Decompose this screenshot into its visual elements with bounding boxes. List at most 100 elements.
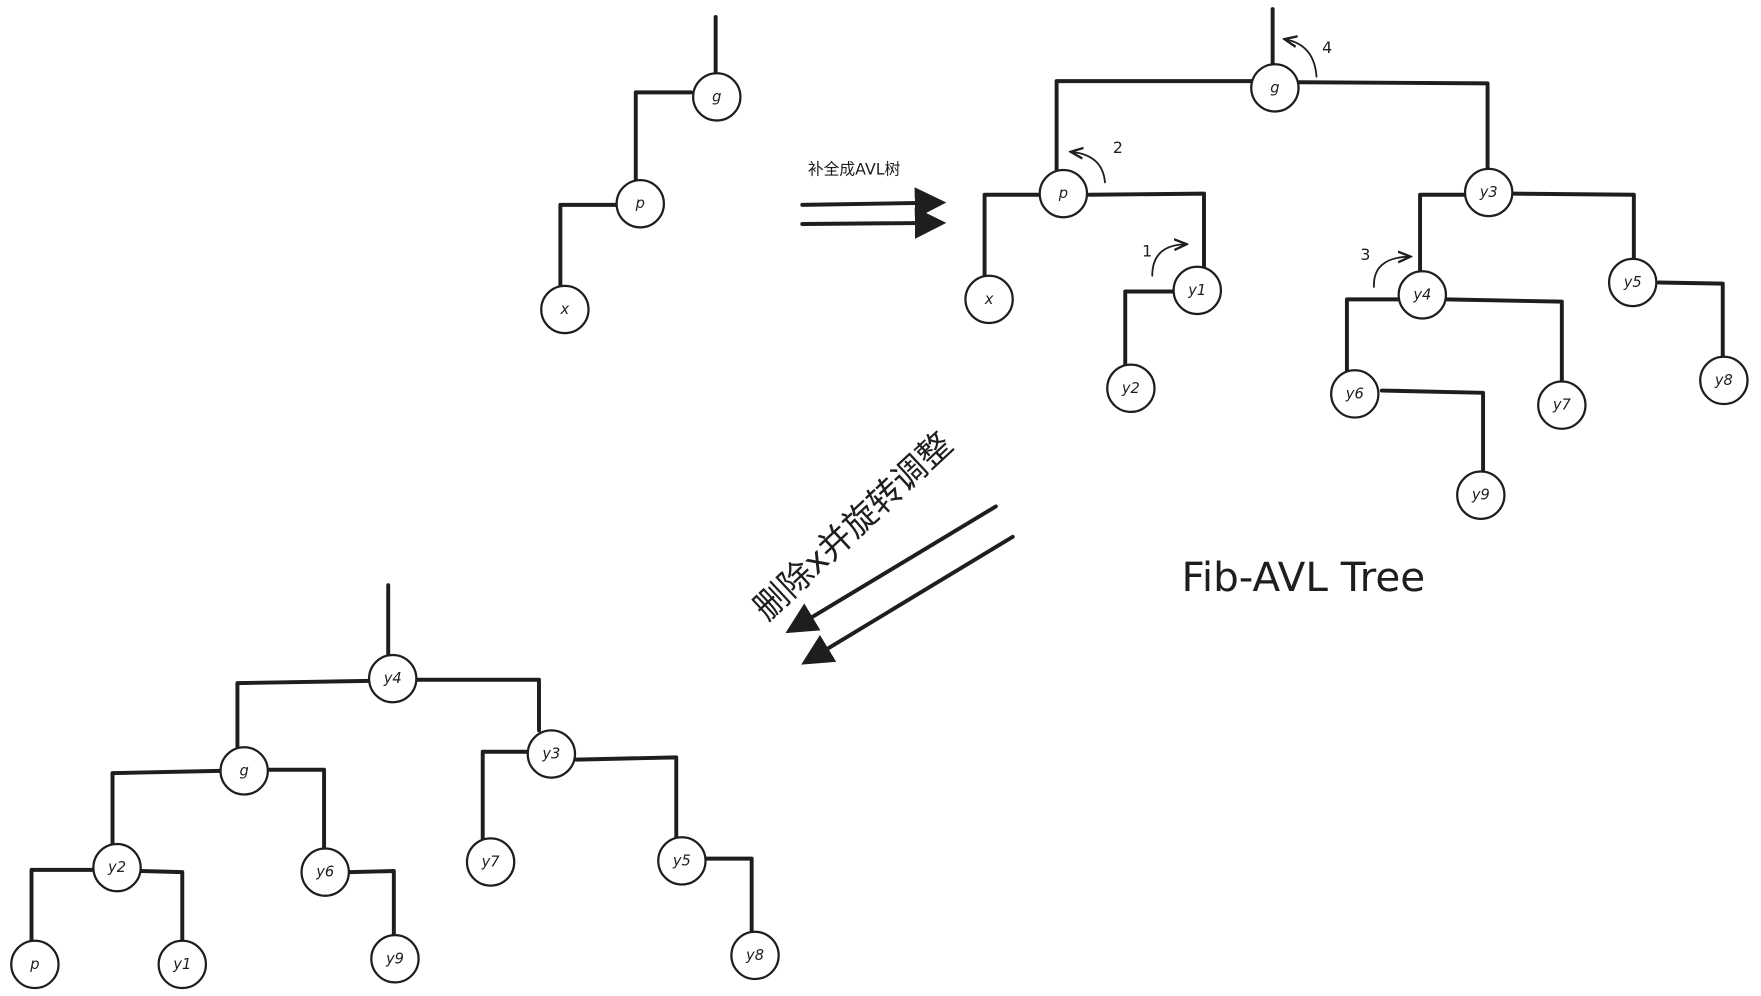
node-circle xyxy=(1106,363,1156,414)
node-label: y9 xyxy=(1471,487,1490,504)
tree-result-node-y5: y5 xyxy=(657,836,707,886)
node-label: y5 xyxy=(1623,274,1642,291)
tree-fib-avl-edge xyxy=(982,192,1041,278)
tree-original-node-p: p xyxy=(615,178,666,229)
tree-fib-avl-node-g: g xyxy=(1250,63,1300,113)
node-circle xyxy=(526,729,577,779)
double-arrow-down-left-1 xyxy=(785,504,998,634)
node-circle xyxy=(10,939,60,990)
node-label: y2 xyxy=(107,859,126,876)
tree-fib-avl-node-y5: y5 xyxy=(1607,257,1658,308)
tree-result-edge xyxy=(110,768,222,846)
node-circle xyxy=(1699,355,1749,406)
node-circle xyxy=(367,653,418,704)
step2-label: 删除x并旋转调整 xyxy=(746,425,960,628)
tree-result-edge xyxy=(415,677,541,733)
tree-fib-avl-edge xyxy=(1297,80,1490,171)
tree-result-node-y2: y2 xyxy=(92,842,142,893)
tree-edges xyxy=(29,7,1725,943)
node-label: y3 xyxy=(1479,184,1498,201)
tree-result-edge xyxy=(704,856,754,934)
rotation-annotations: 4 2 1 3 xyxy=(1072,38,1409,288)
tree-fib-avl-node-y7: y7 xyxy=(1537,380,1587,430)
node-circle xyxy=(1537,380,1587,430)
tree-result-node-y6: y6 xyxy=(300,847,350,897)
tree-fib-avl-edge xyxy=(1418,192,1468,274)
tree-result-edge xyxy=(266,767,327,851)
double-arrow-right-2 xyxy=(800,207,947,239)
tree-fib-avl-node-y1: y1 xyxy=(1172,265,1223,316)
node-circle xyxy=(1330,369,1380,419)
tree-result-node-y4: y4 xyxy=(367,653,418,704)
tree-result-node-y9: y9 xyxy=(370,934,420,984)
tree-original-node-x: x xyxy=(540,284,590,335)
tree-fib-avl-edge xyxy=(1123,289,1176,367)
step1-label: 补全成AVL树 xyxy=(808,159,901,178)
tree-fib-avl-edge xyxy=(1511,191,1636,261)
tree-result-node-y8: y8 xyxy=(730,930,780,981)
tree-fib-avl-node-y9: y9 xyxy=(1456,470,1506,520)
tree-result-node-g: g xyxy=(219,746,269,796)
node-circle xyxy=(300,847,350,897)
node-circle xyxy=(1463,167,1514,218)
node-label: y8 xyxy=(745,947,764,964)
node-label: y3 xyxy=(541,745,560,762)
node-label: y1 xyxy=(172,956,191,973)
double-arrow-down-left-2 xyxy=(801,534,1015,665)
node-label: y6 xyxy=(315,864,334,881)
tree-result-node-y3: y3 xyxy=(526,729,577,779)
tree-fib-avl-edge xyxy=(1656,280,1725,359)
node-label: g xyxy=(240,762,249,779)
tree-fib-avl-edge xyxy=(1087,191,1206,270)
node-label: g xyxy=(1270,79,1279,96)
node-circle xyxy=(1172,265,1223,316)
node-circle xyxy=(730,930,780,981)
tree-fib-avl-node-y8: y8 xyxy=(1699,355,1749,406)
tree-original-edge xyxy=(558,202,618,289)
tree-fib-avl-node-y4: y4 xyxy=(1397,270,1448,320)
double-arrow-right-1 xyxy=(800,187,947,219)
node-circle xyxy=(1607,257,1658,308)
tree-fib-avl-node-y3: y3 xyxy=(1463,167,1514,218)
tree-original-node-g: g xyxy=(692,72,742,122)
node-label: y5 xyxy=(672,852,691,869)
node-circle xyxy=(540,284,590,335)
node-circle xyxy=(1038,168,1089,219)
node-circle xyxy=(615,178,666,229)
node-circle xyxy=(157,939,208,990)
node-label: x xyxy=(984,291,994,308)
node-label: y9 xyxy=(385,950,404,967)
node-circle xyxy=(370,934,420,984)
tree-result-edge xyxy=(574,755,679,840)
tree-fib-avl-node-x: x xyxy=(964,274,1014,325)
node-label: y7 xyxy=(1552,397,1572,414)
fib-avl-title: Fib-AVL Tree xyxy=(1182,553,1426,601)
node-circle xyxy=(692,72,742,122)
tree-fib-avl-node-p: p xyxy=(1038,168,1089,219)
tree-result-node-y7: y7 xyxy=(465,837,516,887)
tree-original-edge xyxy=(633,90,693,183)
tree-fib-avl-edge xyxy=(1443,297,1564,384)
tree-result-edge xyxy=(138,869,185,943)
node-circle xyxy=(1250,63,1300,113)
node-circle xyxy=(1397,270,1448,320)
tree-result-node-p: p xyxy=(10,939,60,990)
node-circle xyxy=(219,746,269,796)
node-circle xyxy=(964,274,1014,325)
annotation-1: 1 xyxy=(1142,242,1152,261)
tree-fib-avl-edge xyxy=(1379,388,1486,474)
node-circle xyxy=(1456,470,1506,520)
tree-result-edge xyxy=(480,749,530,841)
node-label: g xyxy=(712,88,721,105)
node-circle xyxy=(465,837,516,887)
node-label: p xyxy=(29,956,39,973)
annotation-3: 3 xyxy=(1360,245,1370,264)
node-label: y4 xyxy=(383,670,402,687)
rotation-arrow-3 xyxy=(1373,257,1409,288)
node-label: p xyxy=(1058,185,1068,202)
rotation-arrow-1 xyxy=(1151,244,1185,277)
tree-fib-avl-node-y2: y2 xyxy=(1106,363,1156,414)
rotation-arrow-2 xyxy=(1072,152,1106,184)
tree-fib-avl-edge xyxy=(1054,79,1254,174)
